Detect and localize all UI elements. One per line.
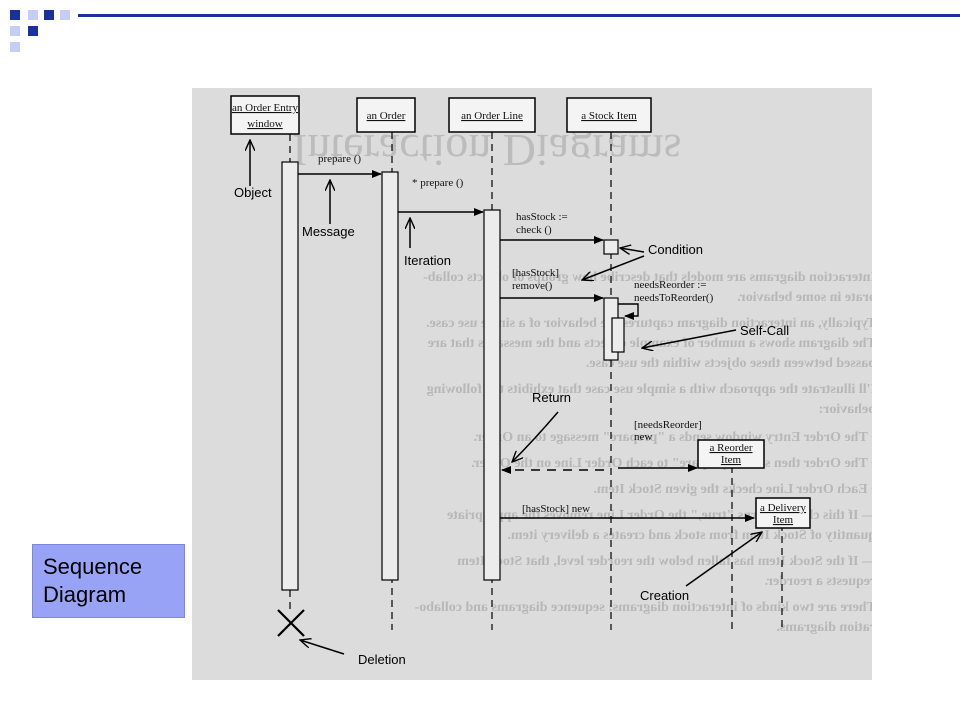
message-label-guard-new-delivery: [hasStock] new [522,503,590,515]
annotation-object: Object [234,185,272,200]
corner-square-dark-1 [10,10,20,20]
object-order: an Order [356,97,416,133]
message-label-has-stock: check () [516,224,552,236]
slide-label-box: Sequence Diagram [32,544,185,618]
diagram-svg: an Order Entry window an Order an Order … [230,95,811,667]
sequence-diagram-scan: Interaction Diagrams Interaction diagram… [192,88,872,680]
message-label-needs-reorder: needsToReorder() [634,292,714,304]
annotation-deletion: Deletion [358,652,406,667]
corner-square-dark-3 [28,26,38,36]
object-delivery-item: a Delivery Item [755,497,811,529]
annotation-message: Message [302,224,355,239]
object-label-line: window [247,118,283,130]
message-label-guard-remove: [hasStock] [512,267,559,279]
activation-check [603,239,619,255]
annotation-iteration: Iteration [404,253,451,268]
annotation-condition: Condition [648,242,703,257]
annotation-arrow-return [512,411,559,462]
slide-label: Sequence Diagram [43,554,143,607]
activation-self-call [611,317,625,353]
annotation-arrow-deletion [300,640,345,655]
message-label-guard-remove: remove() [512,280,553,292]
object-label-line: an Order Line [461,110,523,122]
object-label-line: a Reorder [709,442,752,454]
object-label-line: an Order Entry [232,102,298,114]
object-label-line: Item [773,514,794,526]
corner-square-light-1 [28,10,38,20]
object-reorder-item: a Reorder Item [697,439,765,469]
corner-square-light-3 [10,26,20,36]
message-label-guard-new-reorder: new [634,431,652,443]
object-stock-item: a Stock Item [566,97,652,133]
message-label-needs-reorder: needsReorder := [634,279,706,291]
object-label-line: Item [721,454,742,466]
annotation-self-call: Self-Call [740,323,789,338]
annotation-creation: Creation [640,588,689,603]
corner-square-light-4 [10,42,20,52]
activation-order-line [483,209,501,581]
object-label-line: a Delivery [760,502,807,514]
corner-square-dark-2 [44,10,54,20]
annotation-arrow-creation [685,532,762,587]
activation-order [381,171,399,581]
message-label-prepare-iter: * prepare () [412,177,464,189]
message-self-call [618,303,639,320]
activation-order-entry [281,161,299,591]
message-label-has-stock: hasStock := [516,211,568,223]
annotation-arrow-self-call [642,329,737,348]
corner-square-light-2 [60,10,70,20]
object-label-line: an Order [367,110,406,122]
object-order-entry-window: an Order Entry window [230,95,300,135]
annotation-arrow-condition-1 [620,248,645,252]
annotation-return: Return [532,390,571,405]
top-rule [78,14,960,17]
object-label-line: a Stock Item [581,110,637,122]
message-label-guard-new-reorder: [needsReorder] [634,419,702,431]
message-label-prepare: prepare () [318,153,361,165]
deletion-x-icon [277,609,305,637]
object-order-line: an Order Line [448,97,536,133]
annotation-arrow-condition-2 [582,255,645,280]
